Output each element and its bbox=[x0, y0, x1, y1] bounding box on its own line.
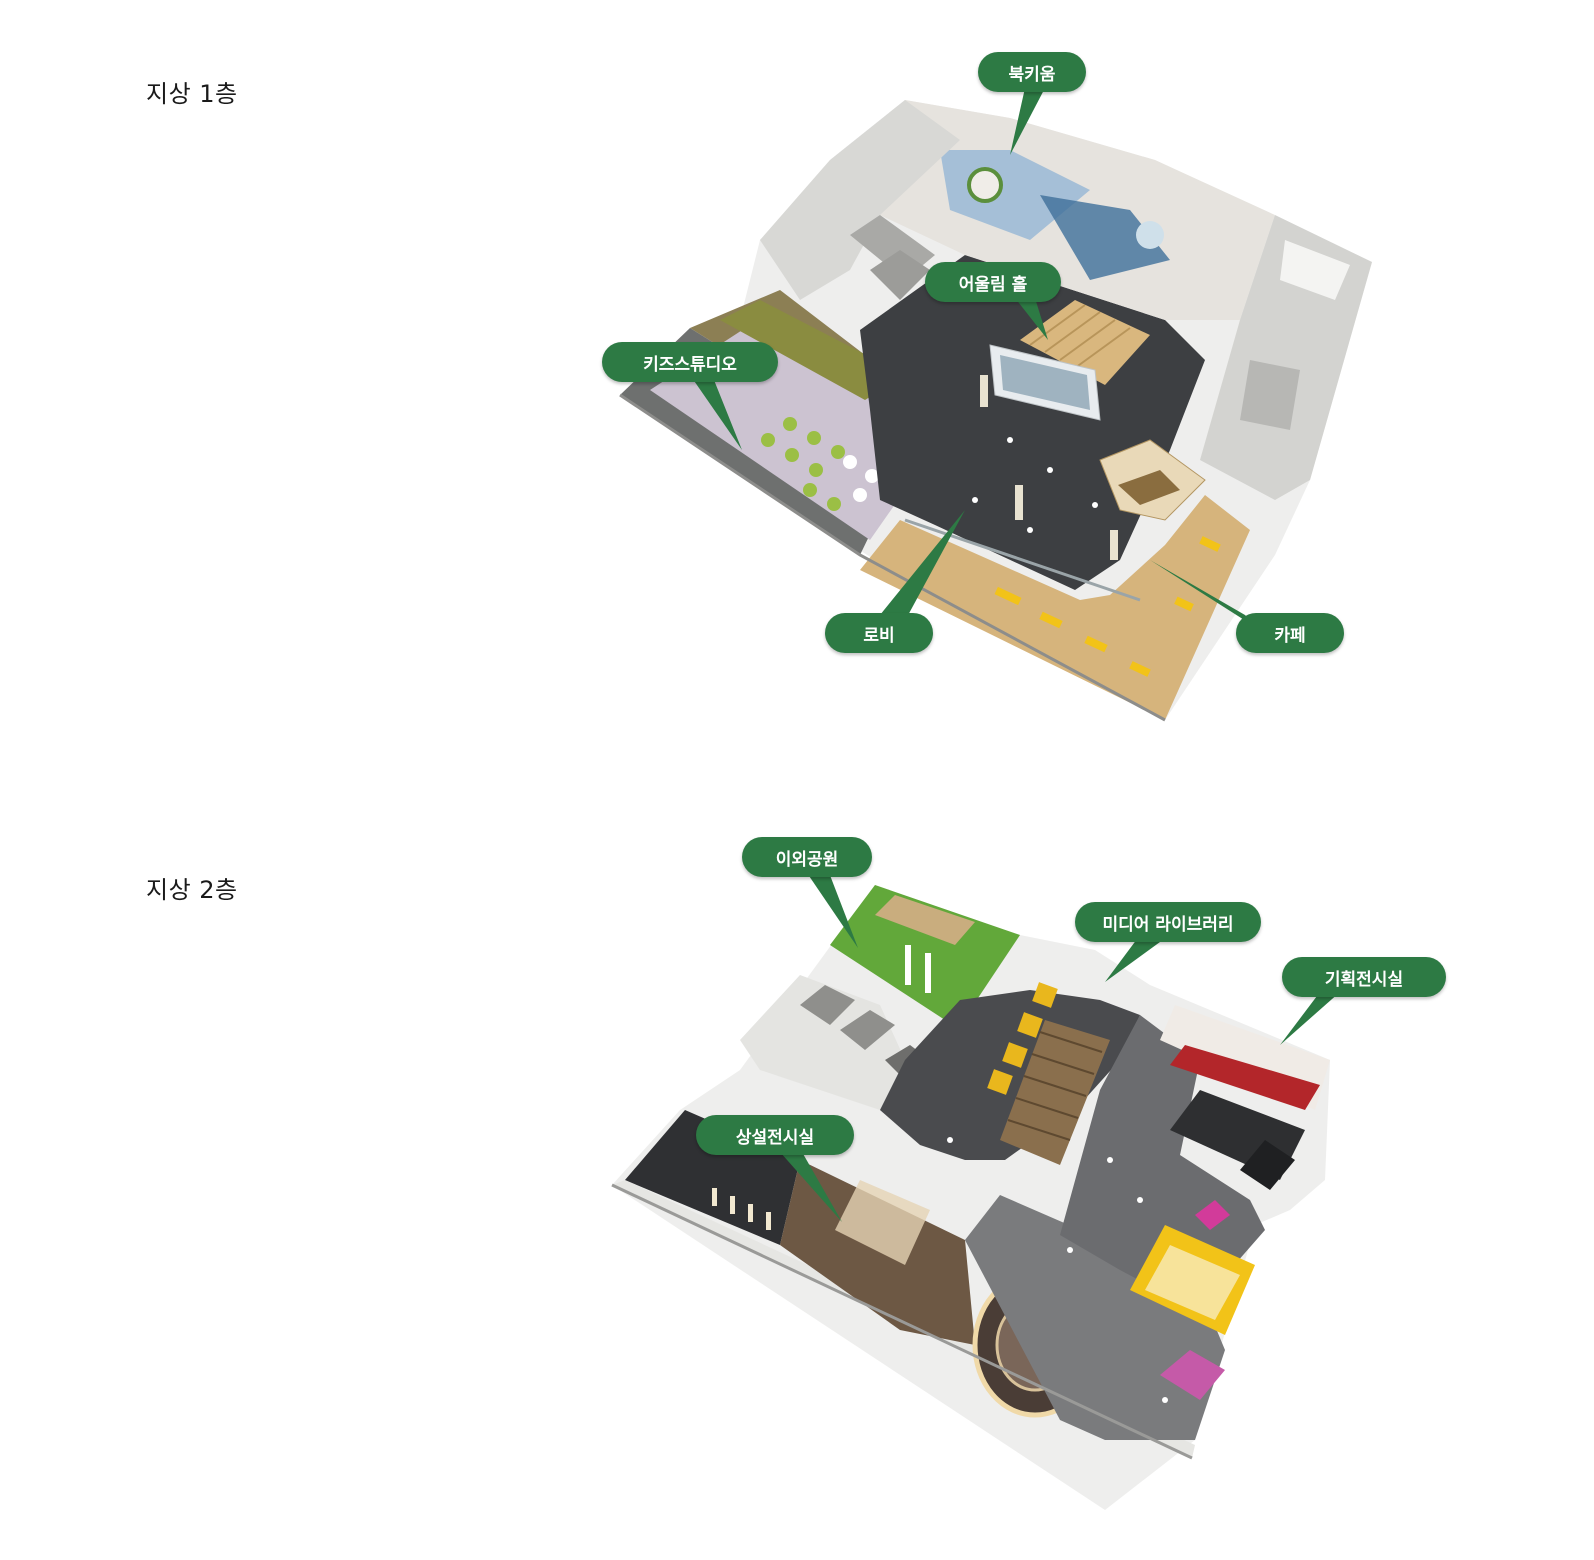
label-permanent-exhibition: 상설전시실 bbox=[696, 1115, 854, 1155]
media-library-steps bbox=[1000, 1020, 1110, 1165]
special-exhibition-red-wall bbox=[1170, 1045, 1320, 1110]
media-library-pointer bbox=[1105, 935, 1160, 982]
label-bookiroom: 북키움 bbox=[978, 52, 1086, 92]
floor-1-title: 지상 1층 bbox=[146, 80, 238, 108]
label-outdoor-park: 이외공원 bbox=[742, 837, 872, 877]
kids-studio-pointer bbox=[690, 375, 742, 450]
outdoor-park-pointer bbox=[805, 870, 858, 948]
lobby-pointer bbox=[880, 510, 965, 630]
label-lobby: 로비 bbox=[825, 613, 933, 653]
label-special-exhibition: 기획전시실 bbox=[1282, 957, 1446, 997]
special-exhibition-pointer bbox=[1280, 992, 1340, 1045]
label-media-library: 미디어 라이브러리 bbox=[1075, 902, 1261, 942]
cafe-pointer bbox=[1150, 560, 1260, 630]
label-kids-studio: 키즈스튜디오 bbox=[602, 342, 778, 382]
bookiroom-pointer bbox=[1010, 88, 1045, 155]
lobby-floor bbox=[860, 495, 1250, 720]
outdoor-park-grass bbox=[830, 885, 1020, 1020]
hall-pointer bbox=[1015, 298, 1048, 340]
permanent-exhibition-pointer bbox=[780, 1152, 842, 1222]
floor-2-title: 지상 2층 bbox=[146, 876, 238, 904]
label-cafe: 카페 bbox=[1236, 613, 1344, 653]
label-hall: 어울림 홀 bbox=[925, 262, 1061, 302]
